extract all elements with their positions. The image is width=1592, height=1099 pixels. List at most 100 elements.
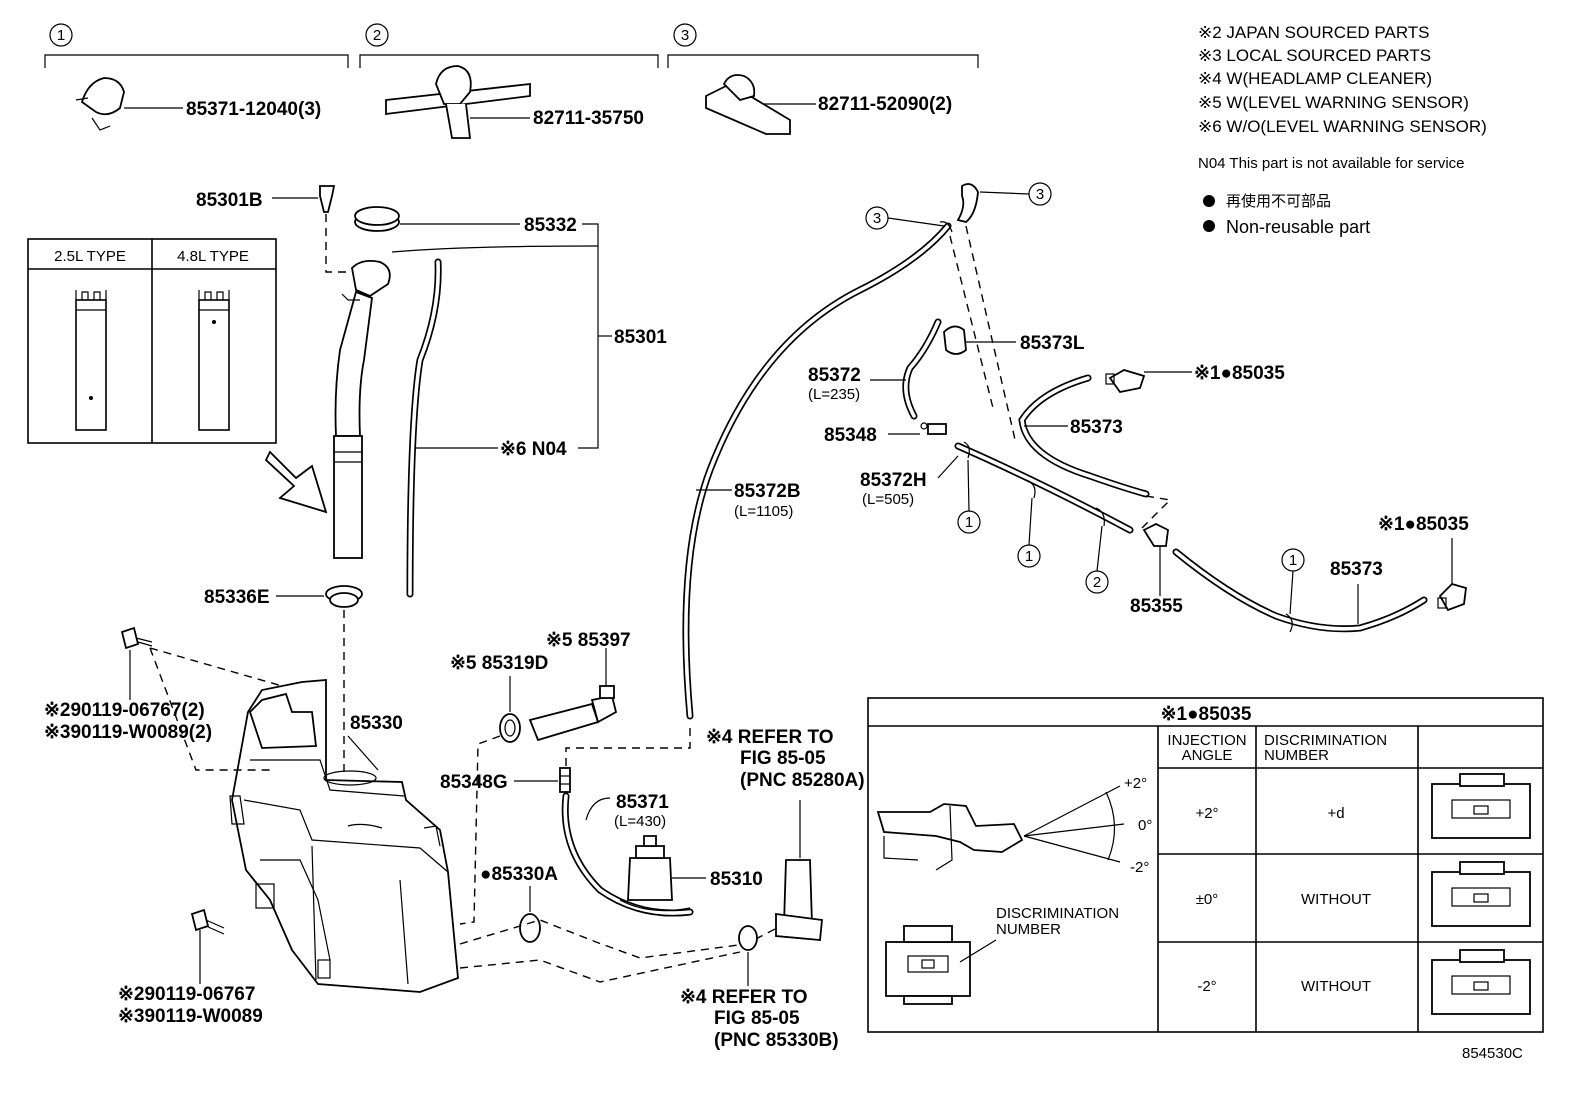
callout-2: 2	[1085, 525, 1109, 594]
group-number-3: 3	[681, 27, 689, 44]
part-number-85397: ※5 85397	[546, 630, 631, 651]
nozzle-table: ※1●85035 INJECTION ANGLE DISCRIMINATION …	[867, 697, 1544, 1033]
nozzle-icon-row2	[1431, 861, 1531, 927]
hose-length-85371: (L=430)	[614, 813, 666, 830]
bolt-label-2b: ※390119-W0089	[118, 1006, 263, 1027]
hose-holder-part	[385, 65, 531, 139]
legend-nonreusable-jp: 再使用不可部品	[1226, 193, 1331, 210]
svg-text:1: 1	[1289, 552, 1297, 569]
spray-angle-minus2: -2°	[1130, 859, 1149, 876]
part-number-85330: 85330	[350, 713, 403, 734]
hose-length-85372h: (L=505)	[862, 491, 914, 508]
group-header-3: 3	[667, 23, 979, 68]
header-angle-line1: INJECTION	[1167, 732, 1246, 749]
group-header-2: 2	[359, 23, 659, 68]
callout-1-a: 1	[957, 459, 981, 534]
part-number-85371-12040: 85371-12040(3)	[186, 99, 321, 120]
svg-text:3: 3	[1036, 186, 1044, 203]
row3-disc: WITHOUT	[1301, 978, 1371, 995]
part-number-85310: 85310	[710, 869, 763, 890]
connector-85348g	[559, 767, 571, 793]
reference-1-line3: (PNC 85280A)	[740, 770, 865, 791]
bolt-label-1a: ※290119-06767(2)	[44, 700, 205, 721]
hose-length-85372: (L=235)	[808, 386, 860, 403]
part-number-85319d: ※5 85319D	[450, 653, 548, 674]
bolt-label-1b: ※390119-W0089(2)	[44, 722, 212, 743]
callout-3-left: 3	[865, 206, 945, 230]
group-number-1: 1	[57, 27, 65, 44]
legend-n04-note: N04 This part is not available for servi…	[1198, 155, 1465, 172]
hose-85372b	[682, 222, 952, 720]
headlamp-pump	[775, 859, 823, 941]
bullet-icon	[1203, 195, 1215, 207]
hose-85371	[561, 792, 694, 917]
engine-type-box: 2.5L TYPE 4.8L TYPE	[27, 238, 277, 444]
part-number-85372h: 85372H	[860, 470, 927, 491]
clip-85301b	[319, 185, 336, 213]
legend-note-5: ※5 W(LEVEL WARNING SENSOR)	[1198, 93, 1469, 112]
legend-note-4: ※4 W(HEADLAMP CLEANER)	[1198, 69, 1432, 88]
type-label-4.8l: 4.8L TYPE	[177, 248, 249, 265]
part-number-85373l: 85373L	[1020, 333, 1085, 354]
filler-pipe	[333, 259, 391, 559]
header-angle-line2: ANGLE	[1182, 747, 1233, 764]
legend: ※2 JAPAN SOURCED PARTS ※3 LOCAL SOURCED …	[1198, 23, 1487, 237]
group-header-1: 1	[44, 23, 349, 68]
svg-text:3: 3	[873, 210, 881, 227]
part-number-85330a: ●85330A	[480, 864, 558, 885]
filler-cap	[354, 206, 400, 232]
part-number-85355: 85355	[1130, 596, 1183, 617]
nozzle-icon-row1	[1431, 773, 1531, 839]
part-number-85035-upper: ※1●85035	[1194, 363, 1285, 384]
callout-1-b: 1	[1017, 497, 1041, 568]
callout-1-c: 1	[1281, 548, 1305, 615]
row2-disc: WITHOUT	[1301, 891, 1371, 908]
bullet-icon	[1203, 220, 1215, 232]
legend-note-2: ※2 JAPAN SOURCED PARTS	[1198, 23, 1430, 42]
part-number-85373-upper: 85373	[1070, 417, 1123, 438]
bolt-upper	[120, 626, 153, 650]
joint-85373l	[943, 325, 967, 355]
svg-text:1: 1	[1025, 548, 1033, 565]
disc-caption-line1: DISCRIMINATION	[996, 905, 1119, 922]
part-number-85372: 85372	[808, 365, 861, 386]
part-number-85371: 85371	[616, 792, 669, 813]
level-sensor-85397	[528, 685, 618, 742]
legend-note-6: ※6 W/O(LEVEL WARNING SENSOR)	[1198, 117, 1487, 136]
spray-angle-0: 0°	[1138, 817, 1152, 834]
header-disc-line1: DISCRIMINATION	[1264, 732, 1387, 749]
pipe-4.8l	[198, 299, 230, 431]
part-number-85348g: 85348G	[440, 772, 508, 793]
disc-caption-line2: NUMBER	[996, 921, 1061, 938]
grommet-85330a	[519, 913, 541, 943]
part-number-82711-35750: 82711-35750	[533, 108, 644, 129]
hose-clip-part	[705, 74, 816, 135]
level-sensor-tube	[406, 258, 442, 598]
nozzle-spray-diagram: +2° 0° -2°	[876, 775, 1152, 876]
reference-2-line3: (PNC 85330B)	[714, 1030, 839, 1051]
legend-note-3: ※3 LOCAL SOURCED PARTS	[1198, 46, 1431, 65]
svg-text:2: 2	[1093, 574, 1101, 591]
nozzle-85035-upper	[1105, 369, 1146, 393]
reference-2-line1: ※4 REFER TO	[680, 987, 807, 1008]
type-label-2.5l: 2.5L TYPE	[54, 248, 126, 265]
part-number-85348: 85348	[824, 425, 877, 446]
part-number-85301b: 85301B	[196, 190, 263, 211]
hose-clamp-part	[75, 77, 183, 131]
header-disc-line2: NUMBER	[1264, 747, 1329, 764]
washer-tank	[229, 679, 459, 993]
table-title: ※1●85035	[1161, 704, 1252, 725]
row3-angle: -2°	[1197, 978, 1216, 995]
connector-85348	[920, 422, 947, 435]
row1-angle: +2°	[1195, 805, 1218, 822]
part-number-85301: 85301	[614, 327, 667, 348]
bolt-lower	[190, 908, 225, 935]
callout-3-right: 3	[979, 182, 1052, 206]
joint-85355	[1142, 522, 1169, 547]
hose-85372h	[954, 442, 1134, 534]
bolt-label-2a: ※290119-06767	[118, 984, 255, 1005]
nozzle-85035-lower	[1437, 582, 1467, 612]
nozzle-icon-row3	[1431, 949, 1531, 1015]
hose-85373-upper	[1018, 374, 1150, 498]
